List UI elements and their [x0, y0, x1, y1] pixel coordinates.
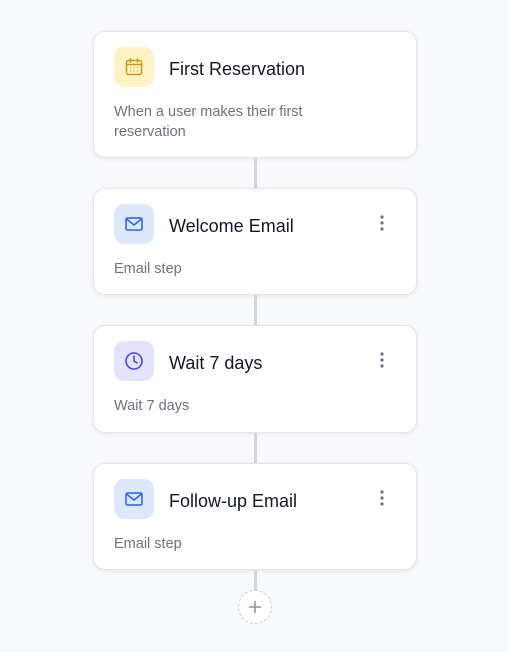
step-icon-tile — [114, 204, 154, 244]
step-description: Wait 7 days — [114, 398, 190, 414]
step-card-follow-up-email[interactable]: Follow-up Email Email step — [93, 463, 417, 570]
more-vertical-icon — [380, 352, 384, 368]
step-title: Follow-up Email — [169, 491, 298, 511]
step-description: Email step — [114, 536, 182, 552]
trigger-icon-tile — [114, 47, 154, 87]
connector-line — [254, 433, 257, 463]
step-card-wait-7-days[interactable]: Wait 7 days Wait 7 days — [93, 325, 417, 433]
more-vertical-icon — [380, 215, 384, 231]
step-card-welcome-email[interactable]: Welcome Email Email step — [93, 188, 417, 295]
step-more-options-button[interactable] — [372, 348, 392, 372]
step-more-options-button[interactable] — [372, 486, 392, 510]
connector-line — [254, 570, 257, 590]
trigger-title: First Reservation — [169, 59, 306, 79]
step-title: Welcome Email — [169, 216, 294, 236]
mail-icon — [125, 217, 143, 231]
more-vertical-icon — [380, 490, 384, 506]
connector-line — [254, 295, 257, 325]
calendar-icon — [125, 58, 143, 76]
step-icon-tile — [114, 341, 154, 381]
trigger-description: When a user makes their first reservatio… — [114, 104, 303, 140]
step-title: Wait 7 days — [169, 353, 263, 373]
clock-icon — [125, 352, 143, 370]
mail-icon — [125, 492, 143, 506]
step-description: Email step — [114, 261, 182, 277]
step-icon-tile — [114, 479, 154, 519]
connector-line — [254, 158, 257, 188]
step-more-options-button[interactable] — [372, 211, 392, 235]
trigger-card-first-reservation[interactable]: First Reservation When a user makes thei… — [93, 31, 417, 158]
add-step-button[interactable] — [238, 590, 272, 624]
plus-icon — [248, 600, 262, 614]
